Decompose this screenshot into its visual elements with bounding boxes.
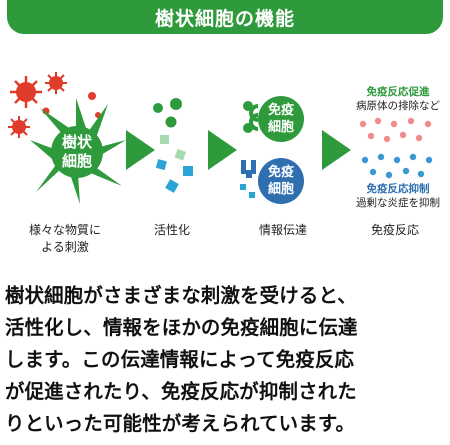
stage-label-stimulation: 様々な物質に よる刺激: [10, 222, 120, 256]
promote-dots: [359, 117, 432, 143]
dendritic-cell-diagram: 樹状 細胞 免疫 細胞 免疫 細胞 免疫反応促進 病原体の: [8, 72, 440, 209]
stage-label-immune-response: 免疫反応: [350, 222, 440, 239]
suppress-title: 免疫反応抑制: [367, 182, 430, 195]
stimulus-dot: [88, 92, 96, 100]
page-title: 樹状細胞の機能: [154, 7, 295, 30]
stage-label-activation: 活性化: [132, 222, 212, 239]
immune-cell-label-2: 細胞: [268, 119, 294, 135]
stage-label-line: 免疫反応: [370, 223, 419, 237]
description-text: 樹状細胞がさまざまな刺激を受けると、 活性化し、情報をほかの免疫細胞に伝達 しま…: [5, 284, 358, 435]
immune-cell-promote-icon: 免疫 細胞: [243, 96, 304, 142]
immune-cell-label-4: 細胞: [268, 181, 294, 197]
dendritic-cell-label-2: 細胞: [62, 152, 92, 170]
stage-label-line: 情報伝達: [258, 223, 307, 237]
promote-subtitle: 病原体の排除など: [356, 99, 440, 112]
title-banner: 樹状細胞の機能: [7, 0, 443, 34]
stage-label-line: 活性化: [153, 223, 190, 237]
suppress-subtitle: 過剰な炎症を抑制: [356, 196, 440, 209]
immune-cell-suppress-icon: 免疫 細胞: [240, 158, 304, 204]
arrow-right-icon: [126, 130, 155, 170]
red-stimulus-spiky-icon: [8, 116, 30, 138]
red-stimulus-spiky-icon: [45, 72, 67, 94]
immune-cell-label-1: 免疫: [268, 102, 294, 118]
stage-label-information-transfer: 情報伝達: [238, 222, 328, 239]
arrow-right-icon: [208, 130, 237, 170]
promote-title: 免疫反応促進: [367, 85, 430, 98]
suppress-dots: [361, 153, 433, 179]
stage-label-line: よる刺激: [41, 240, 89, 254]
activation-signals-icon: [153, 98, 193, 193]
dendritic-cell-icon: 樹状 細胞: [30, 98, 126, 204]
arrow-right-icon: [322, 130, 351, 170]
dendritic-cell-label-1: 樹状: [62, 133, 93, 151]
stage-label-line: 様々な物質に: [28, 223, 101, 237]
immune-cell-label-3: 免疫: [268, 164, 294, 180]
red-stimulus-spiky-icon: [10, 76, 42, 108]
